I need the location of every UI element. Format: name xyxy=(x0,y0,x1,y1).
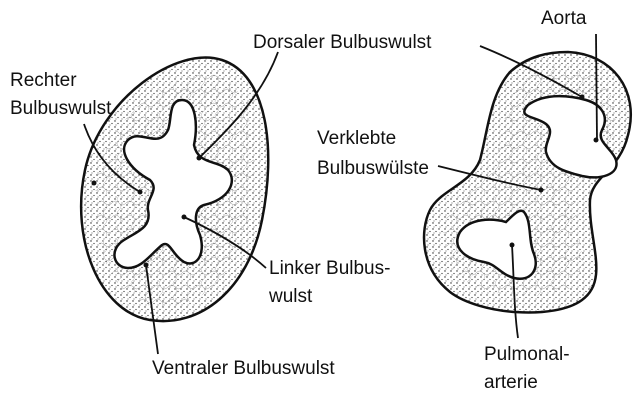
label-pulmonal-line2: arterie xyxy=(484,372,538,393)
label-ventraler-bulbuswulst: Ventraler Bulbuswulst xyxy=(152,358,335,379)
leader-aorta xyxy=(596,34,597,140)
label-linker-line1: Linker Bulbus- xyxy=(269,258,390,279)
label-aorta: Aorta xyxy=(541,8,587,29)
label-rechter-line2: Bulbuswulst xyxy=(10,98,112,119)
label-rechter-line1: Rechter xyxy=(10,70,77,91)
left-dot-right-ridge xyxy=(92,181,97,186)
right-bulbus-section xyxy=(424,52,631,312)
label-linker-line2: wulst xyxy=(268,286,313,307)
label-pulmonal-line1: Pulmonal- xyxy=(484,344,570,365)
label-verklebte-line2: Bulbuswülste xyxy=(317,158,429,179)
label-dorsaler-bulbuswulst: Dorsaler Bulbuswulst xyxy=(253,32,432,53)
label-verklebte-line1: Verklebte xyxy=(317,128,396,149)
